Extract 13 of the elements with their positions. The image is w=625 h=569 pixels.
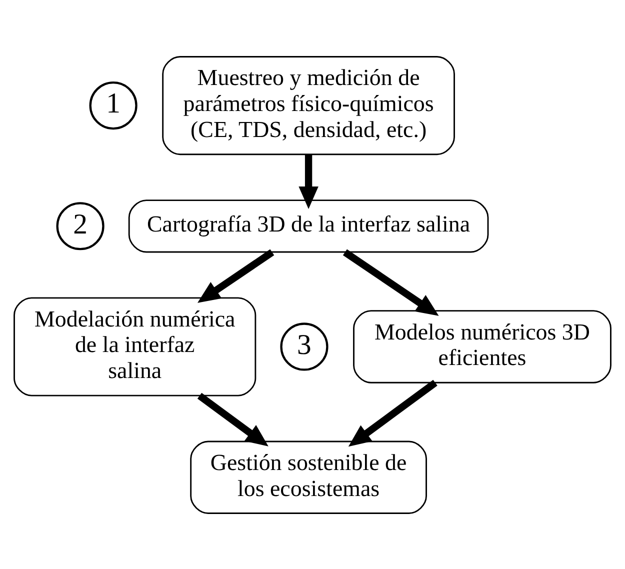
arrow [197,392,268,446]
arrow [197,248,274,302]
arrow [342,248,439,316]
node-circle: 1 [89,81,138,130]
node-box: Modelos numéricos 3D eficientes [353,310,612,383]
node-box: Gestión sostenible de los ecosistemas [190,440,427,514]
node-box: Muestreo y medición de parámetros físico-químicos (CE, TDS, densidad, etc.) [162,56,455,155]
node-circle: 2 [56,202,104,250]
node-circle: 3 [280,322,328,370]
arrow [298,154,318,209]
arrow [348,379,438,446]
node-box: Modelación numérica de la interfaz salina [14,296,256,396]
node-box: Cartografía 3D de la interfaz salina [128,199,489,252]
